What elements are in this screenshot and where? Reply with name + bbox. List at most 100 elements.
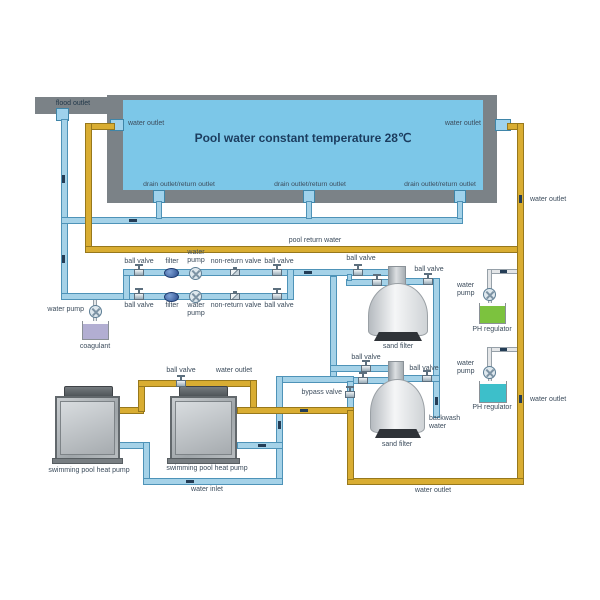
flow-arrow <box>435 397 438 405</box>
top-water-pump-label: water pump <box>187 249 205 265</box>
drain-label-1: drain outlet/return outlet <box>143 181 215 188</box>
flow-arrow <box>278 421 281 429</box>
flow-arrow <box>186 480 194 483</box>
bottom-non-return-valve-label: non-return valve <box>210 302 262 309</box>
drain-label-2: drain outlet/return outlet <box>274 181 346 188</box>
water-pump-icon <box>189 267 202 280</box>
drain-stem-3 <box>457 201 463 219</box>
coagulant-pump-label: water pump <box>47 306 84 313</box>
flow-arrow <box>62 175 65 183</box>
flood-outlet-downpipe <box>61 119 68 300</box>
sand-filter-1-base <box>374 332 422 341</box>
coagulant-liquid <box>83 324 108 339</box>
ph1-water-pump-label: water pump <box>457 282 475 298</box>
hp-ball-valve-icon <box>176 380 186 387</box>
water-pump-icon <box>189 290 202 303</box>
inlet-riser <box>276 376 283 485</box>
water-inlet-label: water inlet <box>191 486 223 493</box>
filter2-feed-riser <box>330 276 337 377</box>
ball-valve-icon <box>353 269 363 276</box>
outlet-downcomer <box>347 410 354 480</box>
hp-water-outlet-label: water outlet <box>215 367 253 374</box>
heat-pump-2-body <box>170 396 237 460</box>
heat-pump-1-body <box>55 396 120 460</box>
filter-icon <box>164 292 179 302</box>
ph1-label: PH regulator <box>472 326 512 333</box>
ball-valve-icon <box>361 365 371 372</box>
filter1-ball-valve-right-label: ball valve <box>414 266 444 273</box>
bottom-ball-valve-2-label: ball valve <box>264 302 294 309</box>
ph2-label: PH regulator <box>472 404 512 411</box>
flow-arrow <box>62 255 65 263</box>
hp2-outlet-pipe <box>237 407 354 414</box>
flow-arrow <box>258 444 266 447</box>
sand-filter-2-neck <box>388 361 404 381</box>
heat-pump-2-label: swimming pool heat pump <box>166 465 248 472</box>
filter2-ball-valve-left-label: ball valve <box>351 354 381 361</box>
bottom-water-outlet-label: water outlet <box>414 487 452 494</box>
bottom-water-pump-label: water pump <box>187 302 205 318</box>
drain-label-3: drain outlet/return outlet <box>404 181 476 188</box>
drain-stem-2 <box>306 201 312 219</box>
hp-ball-valve-label: ball valve <box>166 367 196 374</box>
filter1-ball-valve-left-label: ball valve <box>346 255 376 262</box>
backwash-pipe <box>433 278 440 418</box>
heat-pump-1-label: swimming pool heat pump <box>48 467 130 474</box>
heat-pump-1-base <box>52 458 123 464</box>
ball-valve-icon <box>422 375 432 382</box>
ball-valve-icon <box>134 269 144 276</box>
drain-stem-1 <box>156 201 162 219</box>
flow-arrow <box>500 348 507 351</box>
ball-valve-icon <box>423 278 433 285</box>
sand-filter-1-label: sand filter <box>382 343 414 350</box>
ph1-liquid <box>480 306 505 323</box>
filter-icon <box>164 268 179 278</box>
ph2-water-pump-label: water pump <box>457 360 475 376</box>
heat-pump-2-base <box>167 458 240 464</box>
ph2-liquid <box>480 384 506 402</box>
bottom-ball-valve-1-label: ball valve <box>124 302 154 309</box>
top-non-return-valve-label: non-return valve <box>210 258 262 265</box>
backwash-water-label: backwash water <box>429 415 461 431</box>
flow-arrow <box>300 409 308 412</box>
top-ball-valve-2-label: ball valve <box>264 258 294 265</box>
sand-filter-2-label: sand filter <box>381 441 413 448</box>
water-inlet-manifold <box>143 478 283 485</box>
filter1-lower-inlet-drop <box>347 274 352 281</box>
coagulant-pump-icon <box>89 305 102 318</box>
ball-valve-icon <box>272 293 282 300</box>
flow-arrow <box>519 395 522 403</box>
drain-manifold-pipe <box>61 217 463 224</box>
flow-arrow <box>500 270 507 273</box>
pool-return-pipe <box>85 246 524 253</box>
ph1-tank <box>479 303 506 324</box>
right-outlet-riser <box>517 123 524 484</box>
right-upper-water-outlet-label: water outlet <box>530 196 567 203</box>
pool-water <box>123 100 483 190</box>
top-ball-valve-1-label: ball valve <box>124 258 154 265</box>
flow-arrow <box>129 219 137 222</box>
coagulant-tank <box>82 321 109 340</box>
non-return-valve-icon <box>230 269 240 276</box>
bottom-outlet-pipe <box>347 478 524 485</box>
pool-return-water-label: pool return water <box>288 237 342 244</box>
right-lower-water-outlet-label: water outlet <box>530 396 567 403</box>
ph1-water-pump-icon <box>483 288 496 301</box>
sand-filter-2-body <box>370 379 425 433</box>
treatment-merge-pipe <box>287 269 294 300</box>
pool-left-outlet-label: water outlet <box>128 120 165 127</box>
sand-filter-1-body <box>368 283 428 336</box>
bypass-valve-label: bypass valve <box>301 389 342 396</box>
pool-title: Pool water constant temperature 28℃ <box>194 131 412 145</box>
ball-valve-icon <box>358 377 368 384</box>
bypass-valve-icon <box>345 391 355 398</box>
ball-valve-icon <box>134 293 144 300</box>
flood-outlet-gutter <box>35 97 111 114</box>
filtered-water-header <box>276 376 354 383</box>
flow-arrow <box>519 195 522 203</box>
ph2-tank <box>479 381 507 403</box>
pool-left-outlet-pipe-v <box>85 123 92 252</box>
bottom-filter-label: filter <box>165 302 179 309</box>
ph2-water-pump-icon <box>483 366 496 379</box>
